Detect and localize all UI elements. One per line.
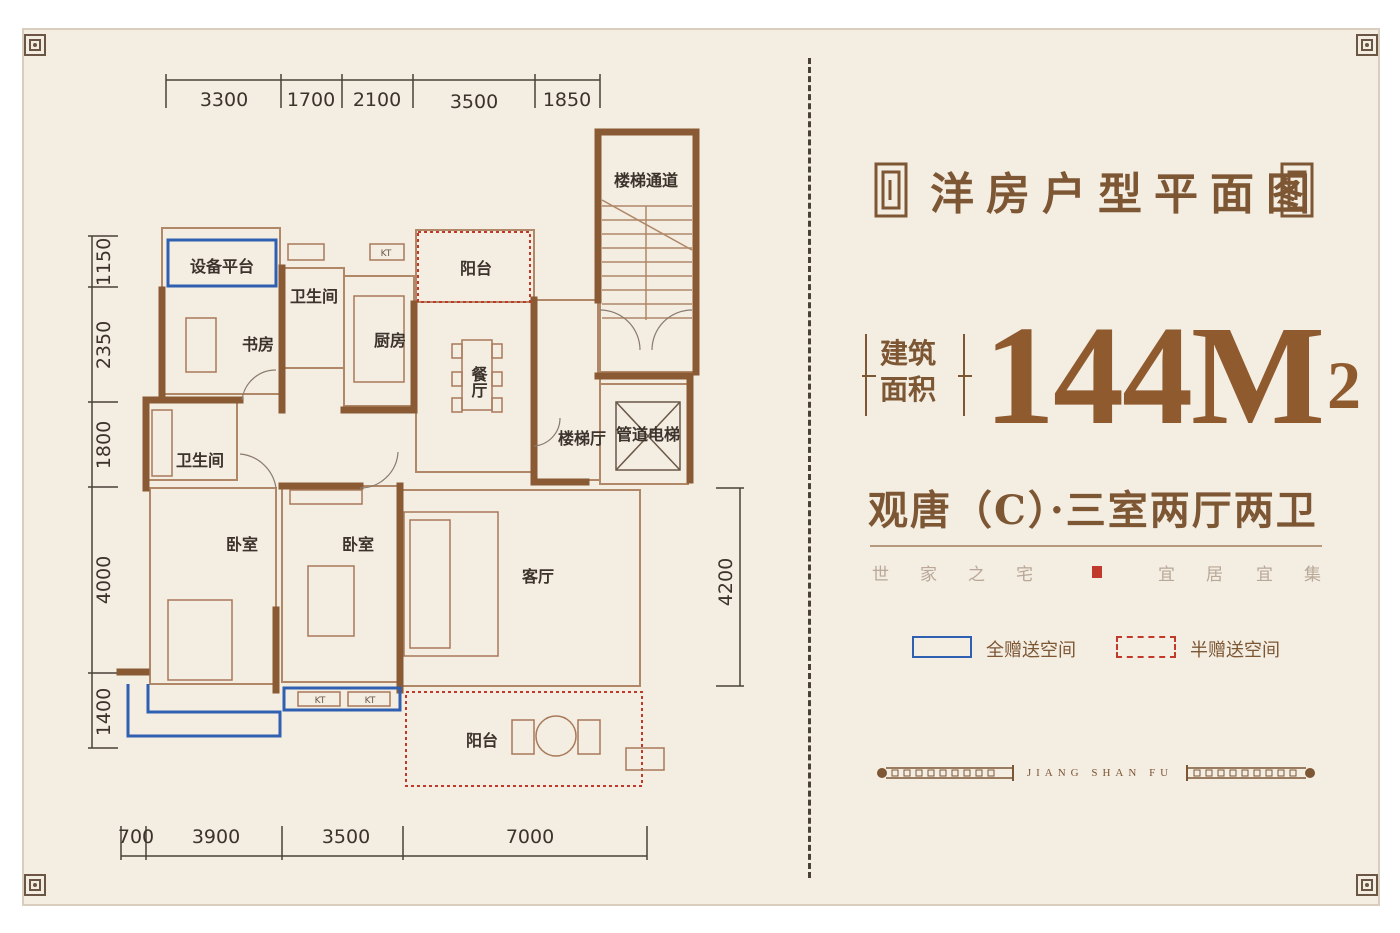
area-unit-superscript: 2 xyxy=(1327,347,1361,423)
room-label-balcony-bottom: 阳台 xyxy=(466,731,498,750)
dim-top-4: 3500 xyxy=(450,91,498,113)
dim-right-1: 4200 xyxy=(715,558,737,606)
room-label-bath2: 卫生间 xyxy=(176,451,224,470)
kt-boxes xyxy=(287,243,665,771)
room-label-balcony-top: 阳台 xyxy=(460,259,492,278)
area-label: 建筑 面积 xyxy=(880,336,964,416)
slogan-char: 家 xyxy=(920,565,937,585)
kt-labels: KT KT KT xyxy=(315,249,392,706)
full-gift-spaces xyxy=(126,238,402,738)
dim-bottom-1: 700 xyxy=(118,826,154,848)
dim-top-5: 1850 xyxy=(543,89,591,111)
area-label-line1: 建筑 xyxy=(880,337,937,370)
room-label-stair-passage: 楼梯通道 xyxy=(614,171,678,190)
dim-left-2: 2350 xyxy=(93,321,115,369)
room-label-bedroom1: 卧室 xyxy=(226,535,258,554)
area-number: 144M xyxy=(984,296,1325,454)
dim-bottom-2: 3900 xyxy=(192,826,240,848)
area-label-line2: 面积 xyxy=(880,373,937,406)
slogan-char: 集 xyxy=(1304,565,1321,585)
furniture xyxy=(151,295,601,757)
dimension-lines xyxy=(88,74,744,860)
dim-left-3: 1800 xyxy=(93,421,115,469)
exterior-walls xyxy=(116,128,700,694)
area-value: 144M2 xyxy=(984,300,1361,450)
dim-bottom-4: 7000 xyxy=(506,826,554,848)
slogan-char: 宅 xyxy=(1016,565,1033,585)
dim-left-1: 1150 xyxy=(93,238,115,286)
stair-treads xyxy=(601,199,693,320)
slogan-char: 居 xyxy=(1206,565,1223,585)
room-label-study: 书房 xyxy=(242,335,274,354)
kt-label: KT xyxy=(381,249,392,259)
corner-ornament-bottom-right xyxy=(1356,874,1378,896)
corner-ornament-bottom-left xyxy=(24,874,46,896)
dim-top-3: 2100 xyxy=(353,89,401,111)
slogan-char: 宜 xyxy=(1256,565,1273,585)
door-swings xyxy=(239,309,693,489)
kt-label: KT xyxy=(365,696,376,706)
room-label-equipment: 设备平台 xyxy=(190,257,254,276)
dashed-divider xyxy=(808,58,811,878)
kt-label: KT xyxy=(315,696,326,706)
slogan-char: 世 xyxy=(872,565,889,585)
corner-ornament-top-left xyxy=(24,34,46,56)
half-gift-spaces xyxy=(405,231,643,787)
dimension-labels: 3300 1700 2100 3500 1850 700 3900 3500 7… xyxy=(93,89,737,848)
room-label-elevator: 管道电梯 xyxy=(616,425,680,444)
room-label-dining: 餐厅 xyxy=(469,365,489,399)
dim-top-2: 1700 xyxy=(287,89,335,111)
slogan-char: 之 xyxy=(968,565,985,585)
room-label-kitchen: 厨房 xyxy=(374,331,406,350)
page-title: 洋房户型平面图 xyxy=(930,169,1322,220)
corner-ornament-top-right xyxy=(1356,34,1378,56)
title-ornament-left xyxy=(874,162,908,218)
dim-left-5: 1400 xyxy=(93,688,115,736)
room-label-stair-hall: 楼梯厅 xyxy=(558,429,606,448)
title-ornament-right xyxy=(1280,162,1314,218)
slogan-char: 宜 xyxy=(1158,565,1175,585)
floor-plan: 3300 1700 2100 3500 1850 700 3900 3500 7… xyxy=(88,74,744,860)
elevator-shaft xyxy=(615,401,681,471)
room-label-bedroom2: 卧室 xyxy=(342,535,374,554)
room-label-bath1: 卫生间 xyxy=(290,287,338,306)
dim-bottom-3: 3500 xyxy=(322,826,370,848)
room-outlines xyxy=(144,131,697,687)
area-label-bracket xyxy=(862,334,972,416)
legend-swatch-half-gift xyxy=(1116,636,1176,658)
unit-subtitle: 观唐（C）·三室两厅两卫 xyxy=(868,487,1318,534)
dim-left-4: 4000 xyxy=(93,556,115,604)
room-labels: 设备平台 卫生间 厨房 阳台 楼梯通道 书房 餐厅 楼梯厅 管道电梯 卫生间 卧… xyxy=(176,171,680,750)
legend-label-half-gift: 半赠送空间 xyxy=(1190,640,1280,661)
seal-mark xyxy=(1092,566,1102,578)
room-label-living: 客厅 xyxy=(522,567,554,586)
legend-label-full-gift: 全赠送空间 xyxy=(986,640,1076,661)
title-block: 洋房户型平面图 xyxy=(870,150,1320,230)
subtitle-underline xyxy=(870,545,1322,547)
poster-panel xyxy=(22,28,1380,906)
legend-swatch-full-gift xyxy=(912,636,972,658)
dim-top-1: 3300 xyxy=(200,89,248,111)
brand-band-text: JIANG SHAN FU xyxy=(1012,765,1188,781)
